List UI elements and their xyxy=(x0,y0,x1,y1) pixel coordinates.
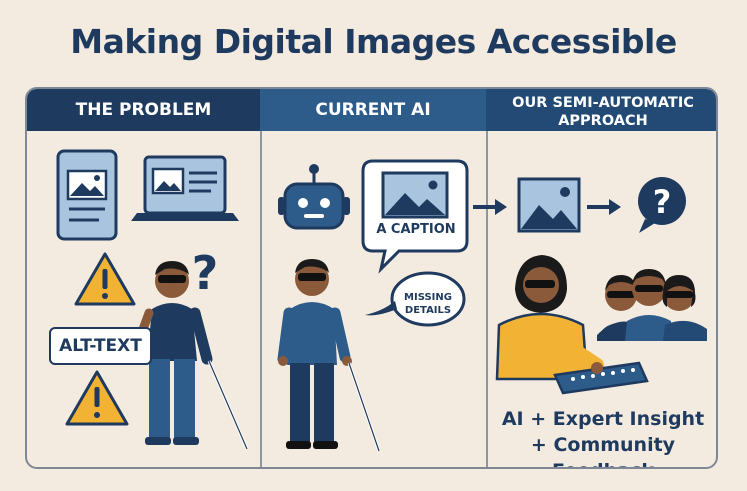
question-icon: ? xyxy=(638,177,686,233)
svg-text:?: ? xyxy=(192,246,219,300)
divider-1 xyxy=(260,131,262,467)
header-current-ai: CURRENT AI xyxy=(260,89,486,131)
speech-bubble-icon xyxy=(365,271,466,327)
svg-text:?: ? xyxy=(653,183,672,221)
expert-with-braille-keyboard xyxy=(495,255,649,395)
arrow-right-icon xyxy=(473,199,507,215)
tablet-icon xyxy=(56,149,118,241)
approach-line-1: AI + Expert Insight xyxy=(501,408,705,430)
caption-text: A CAPTION xyxy=(376,222,456,237)
person-with-cane xyxy=(130,261,249,450)
person-with-cane xyxy=(277,259,381,452)
community-group xyxy=(597,269,707,341)
question-icon: ? xyxy=(192,246,219,300)
robot-icon xyxy=(278,164,350,230)
speech-bubble-icon xyxy=(361,159,469,274)
alt-text-label: ALT-TEXT xyxy=(49,327,152,365)
approach-line-2: + Community Feedback xyxy=(530,434,676,467)
missing-details-text: MISSING DETAILS xyxy=(404,292,452,316)
header-problem: THE PROBLEM xyxy=(27,89,260,131)
divider-2 xyxy=(486,131,488,467)
header-approach: OUR SEMI-AUTOMATIC APPROACH xyxy=(486,89,716,131)
arrow-right-icon xyxy=(587,199,621,215)
image-icon xyxy=(517,177,581,233)
warning-icon xyxy=(74,252,136,306)
column-headers: THE PROBLEM CURRENT AI OUR SEMI-AUTOMATI… xyxy=(27,89,716,131)
warning-icon xyxy=(65,370,129,426)
page-title: Making Digital Images Accessible xyxy=(70,22,677,61)
approach-summary: AI + Expert Insight + Community Feedback xyxy=(489,406,716,467)
illustration: ? xyxy=(56,149,707,452)
laptop-icon xyxy=(131,155,239,221)
comparison-panel: THE PROBLEM CURRENT AI OUR SEMI-AUTOMATI… xyxy=(25,87,718,469)
